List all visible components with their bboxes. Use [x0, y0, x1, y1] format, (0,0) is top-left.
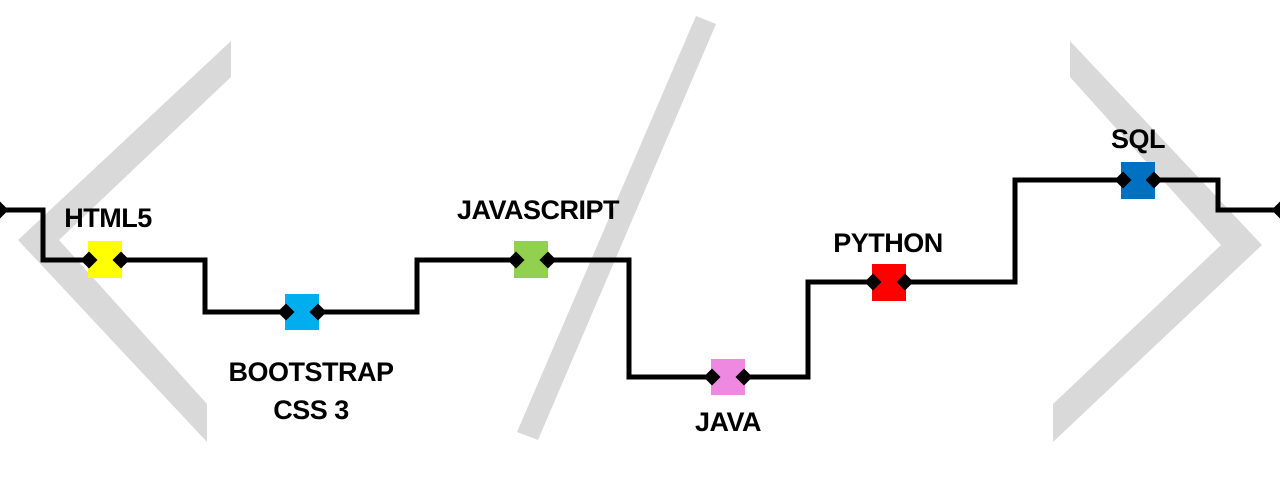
- node-java-right-connector: [735, 368, 753, 386]
- node-bootstrap-label-line-1: BOOTSTRAP: [228, 357, 393, 387]
- node-sql-label: SQL: [1111, 124, 1165, 154]
- node-html5: HTML5: [64, 203, 153, 278]
- node-python: PYTHON: [833, 228, 943, 301]
- node-sql: SQL: [1111, 124, 1166, 199]
- node-python-right-connector: [896, 273, 914, 291]
- node-java-label: JAVA: [695, 407, 761, 437]
- node-javascript-left-connector: [507, 251, 525, 269]
- left-angle-bracket-shape: [18, 41, 231, 442]
- node-java: JAVA: [695, 359, 762, 437]
- right-edge-connector: [1271, 201, 1280, 219]
- node-html5-label: HTML5: [64, 203, 152, 233]
- node-python-label: PYTHON: [833, 228, 943, 258]
- node-html5-right-connector: [112, 251, 130, 269]
- node-html5-left-connector: [80, 251, 98, 269]
- right-angle-bracket-shape: [1053, 41, 1262, 442]
- path-line: [0, 177, 1280, 380]
- node-javascript: JAVASCRIPT: [457, 195, 621, 278]
- node-javascript-right-connector: [539, 251, 557, 269]
- node-bootstrap-label-line-2: CSS 3: [273, 395, 349, 425]
- node-bootstrap: BOOTSTRAP CSS 3: [228, 294, 394, 425]
- slash-shape: [517, 16, 716, 440]
- node-python-left-connector: [864, 273, 882, 291]
- node-java-left-connector: [703, 368, 721, 386]
- node-bootstrap-right-connector: [309, 303, 327, 321]
- node-javascript-label: JAVASCRIPT: [457, 195, 620, 225]
- left-edge-connector: [0, 201, 9, 219]
- code-symbol-background: [18, 16, 1262, 442]
- node-bootstrap-left-connector: [277, 303, 295, 321]
